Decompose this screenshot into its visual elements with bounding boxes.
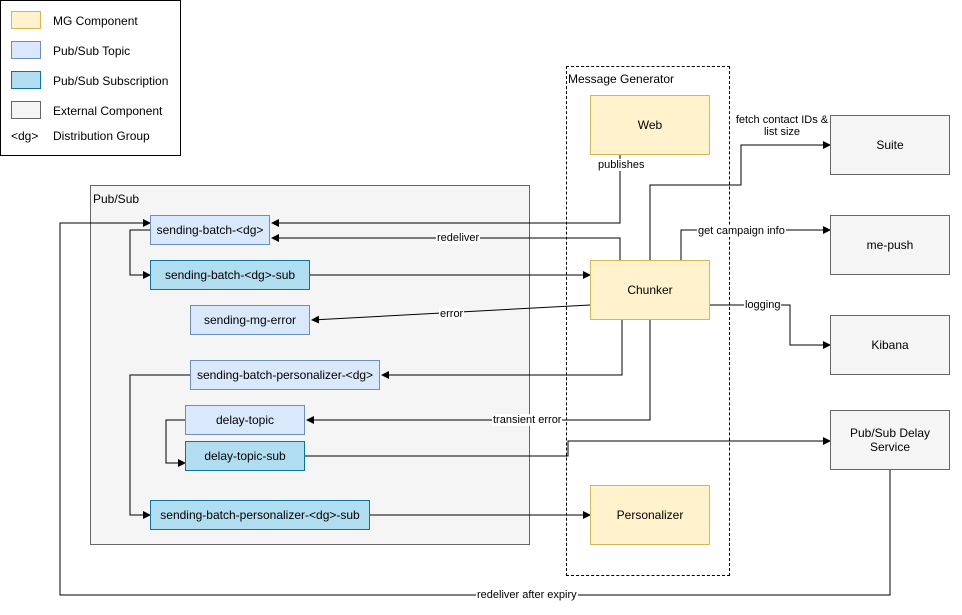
- label-get-campaign: get campaign info: [697, 225, 786, 237]
- label-redeliver-expiry: redeliver after expiry: [476, 589, 578, 601]
- edge-web-publishes: [271, 155, 621, 227]
- sending-mg-error-topic[interactable]: sending-mg-error: [190, 305, 310, 335]
- legend-swatch-mg: [11, 11, 41, 29]
- personalizer-node[interactable]: Personalizer: [590, 485, 710, 545]
- edge-chunker-suite: [649, 141, 831, 260]
- chunker-node[interactable]: Chunker: [590, 260, 710, 320]
- legend-dg-label: Distribution Group: [53, 129, 150, 143]
- sending-batch-personalizer-sub[interactable]: sending-batch-personalizer-<dg>-sub: [150, 500, 370, 530]
- kibana-node[interactable]: Kibana: [830, 315, 950, 375]
- edge-personalizer-topic-to-sub: [129, 374, 190, 519]
- message-generator-group: Message Generator: [566, 66, 730, 576]
- legend-label-mg: MG Component: [53, 14, 138, 28]
- legend: MG Component Pub/Sub Topic Pub/Sub Subsc…: [0, 0, 181, 156]
- legend-dg-symbol: <dg>: [11, 129, 39, 143]
- delay-service-node[interactable]: Pub/Sub Delay Service: [830, 410, 950, 470]
- label-transient-error: transient error: [492, 414, 563, 426]
- edge-redeliver-after-expiry: [59, 219, 891, 596]
- edge-delay-sub-to-service: [305, 437, 831, 457]
- sending-batch-personalizer-topic[interactable]: sending-batch-personalizer-<dg>: [190, 360, 380, 390]
- sending-batch-topic[interactable]: sending-batch-<dg>: [150, 215, 270, 245]
- me-push-node[interactable]: me-push: [830, 215, 950, 275]
- legend-swatch-sub: [11, 71, 41, 89]
- legend-label-sub: Pub/Sub Subscription: [53, 74, 169, 88]
- pubsub-group-label: Pub/Sub: [93, 192, 140, 206]
- label-logging: logging: [744, 299, 782, 311]
- legend-label-ext: External Component: [53, 104, 163, 118]
- message-generator-label: Message Generator: [568, 72, 675, 86]
- label-redeliver: redeliver: [436, 232, 481, 244]
- label-publishes: publishes: [597, 159, 646, 171]
- legend-swatch-topic: [11, 41, 41, 59]
- edge-topic-to-sub-1: [129, 229, 151, 279]
- edge-chunker-kibana: [710, 304, 831, 349]
- sending-batch-sub[interactable]: sending-batch-<dg>-sub: [150, 260, 310, 290]
- suite-node[interactable]: Suite: [830, 115, 950, 175]
- edge-chunker-redeliver: [271, 234, 621, 260]
- label-error: error: [439, 308, 465, 320]
- delay-topic[interactable]: delay-topic: [185, 405, 305, 435]
- edge-delay-topic-to-sub: [165, 419, 186, 467]
- edge-chunker-personalizer-topic: [381, 320, 623, 379]
- label-fetch-contacts: fetch contact IDs & list size: [733, 114, 831, 138]
- web-node[interactable]: Web: [590, 95, 710, 155]
- delay-topic-sub[interactable]: delay-topic-sub: [185, 441, 305, 471]
- legend-swatch-ext: [11, 101, 41, 119]
- legend-label-topic: Pub/Sub Topic: [53, 44, 131, 58]
